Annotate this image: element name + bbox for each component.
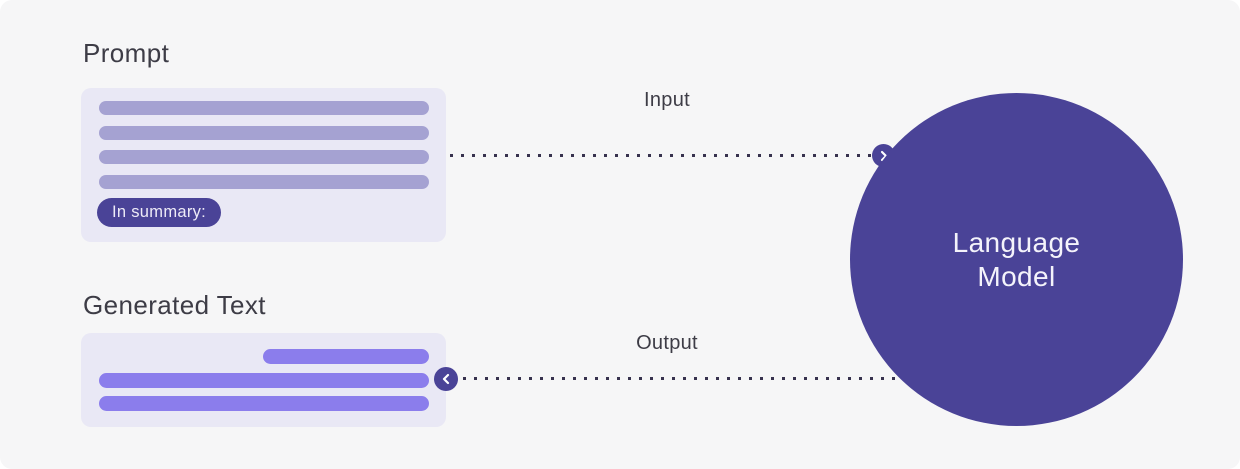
prompt-panel: In summary: [81, 88, 446, 242]
language-model-circle: Language Model [850, 93, 1183, 426]
output-arrow-badge [434, 367, 458, 391]
input-dotted-connector [450, 154, 878, 157]
prompt-section-title: Prompt [83, 38, 170, 68]
chevron-left-icon [441, 373, 451, 385]
generated-text-line-skeleton [99, 396, 429, 411]
prompt-text-line-skeleton [99, 175, 429, 189]
language-model-label: Language Model [952, 226, 1081, 292]
generated-text-panel [81, 333, 446, 427]
prompt-text-line-skeleton [99, 150, 429, 164]
input-flow-label: Input [644, 89, 690, 111]
in-summary-pill: In summary: [97, 198, 222, 227]
prompt-text-line-skeleton [99, 126, 429, 140]
prompt-text-line-skeleton [99, 101, 429, 115]
generated-text-section-title: Generated Text [83, 290, 266, 320]
generated-text-line-skeleton [263, 349, 429, 364]
generated-text-line-skeleton [99, 373, 429, 388]
output-flow-label: Output [636, 332, 698, 354]
output-dotted-connector [452, 377, 902, 380]
